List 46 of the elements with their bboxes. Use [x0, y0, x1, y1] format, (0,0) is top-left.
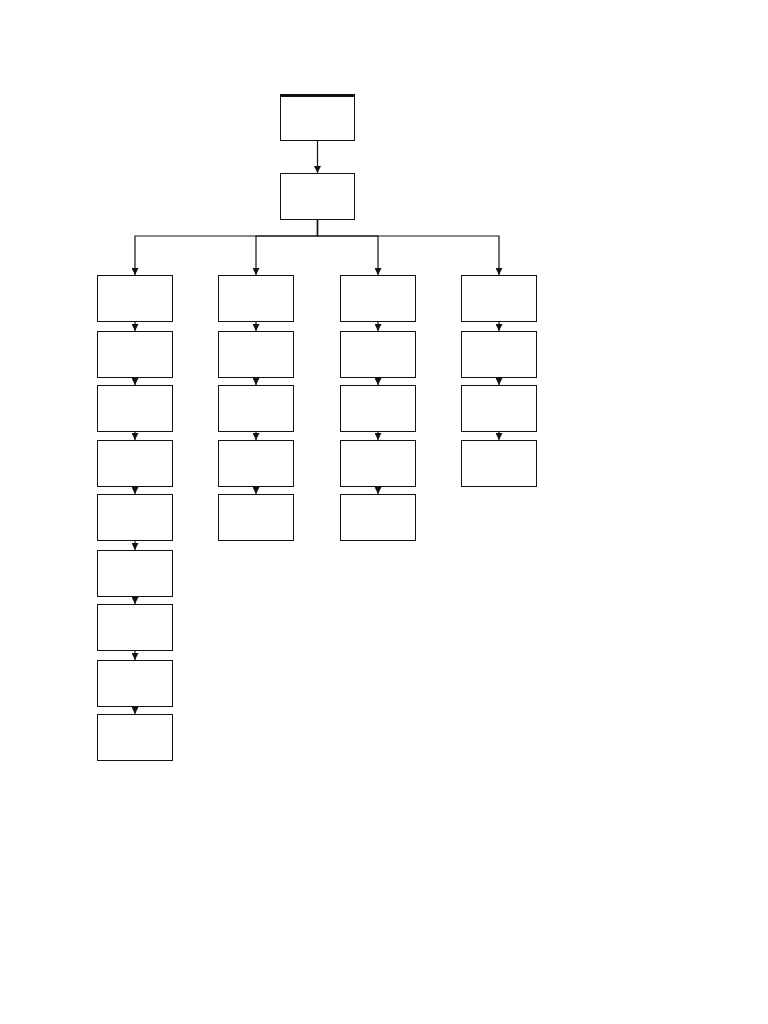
empty-box — [97, 604, 173, 651]
empty-box — [218, 494, 294, 541]
empty-box — [97, 550, 173, 597]
empty-box — [97, 385, 173, 432]
arrow — [252, 431, 260, 441]
empty-box — [340, 440, 416, 487]
empty-box — [97, 494, 173, 541]
empty-box — [218, 440, 294, 487]
empty-box — [461, 440, 537, 487]
arrow — [495, 321, 503, 332]
arrow — [131, 540, 139, 551]
empty-box — [340, 385, 416, 432]
empty-box — [218, 385, 294, 432]
arrow — [374, 377, 382, 386]
empty-box — [340, 331, 416, 378]
empty-box — [97, 331, 173, 378]
empty-box — [340, 494, 416, 541]
arrow — [316, 219, 503, 276]
arrow — [131, 486, 139, 495]
empty-box — [97, 440, 173, 487]
arrow — [252, 486, 260, 495]
arrow — [131, 377, 139, 386]
empty-box — [340, 275, 416, 322]
arrow — [374, 486, 382, 495]
empty-box — [280, 94, 355, 141]
arrow — [374, 431, 382, 441]
empty-box — [461, 331, 537, 378]
arrow — [131, 431, 139, 441]
empty-box — [97, 714, 173, 761]
empty-box — [97, 275, 173, 322]
arrow — [131, 706, 139, 715]
empty-box — [461, 385, 537, 432]
empty-box — [218, 275, 294, 322]
empty-box — [280, 173, 355, 220]
arrow — [131, 650, 139, 661]
arrow — [495, 377, 503, 386]
arrow — [374, 321, 382, 332]
arrow — [495, 431, 503, 441]
arrow — [252, 321, 260, 332]
arrow — [252, 377, 260, 386]
arrow — [131, 596, 139, 605]
empty-box — [461, 275, 537, 322]
empty-box — [97, 660, 173, 707]
empty-box — [218, 331, 294, 378]
arrow — [314, 140, 321, 174]
arrow — [131, 321, 139, 332]
